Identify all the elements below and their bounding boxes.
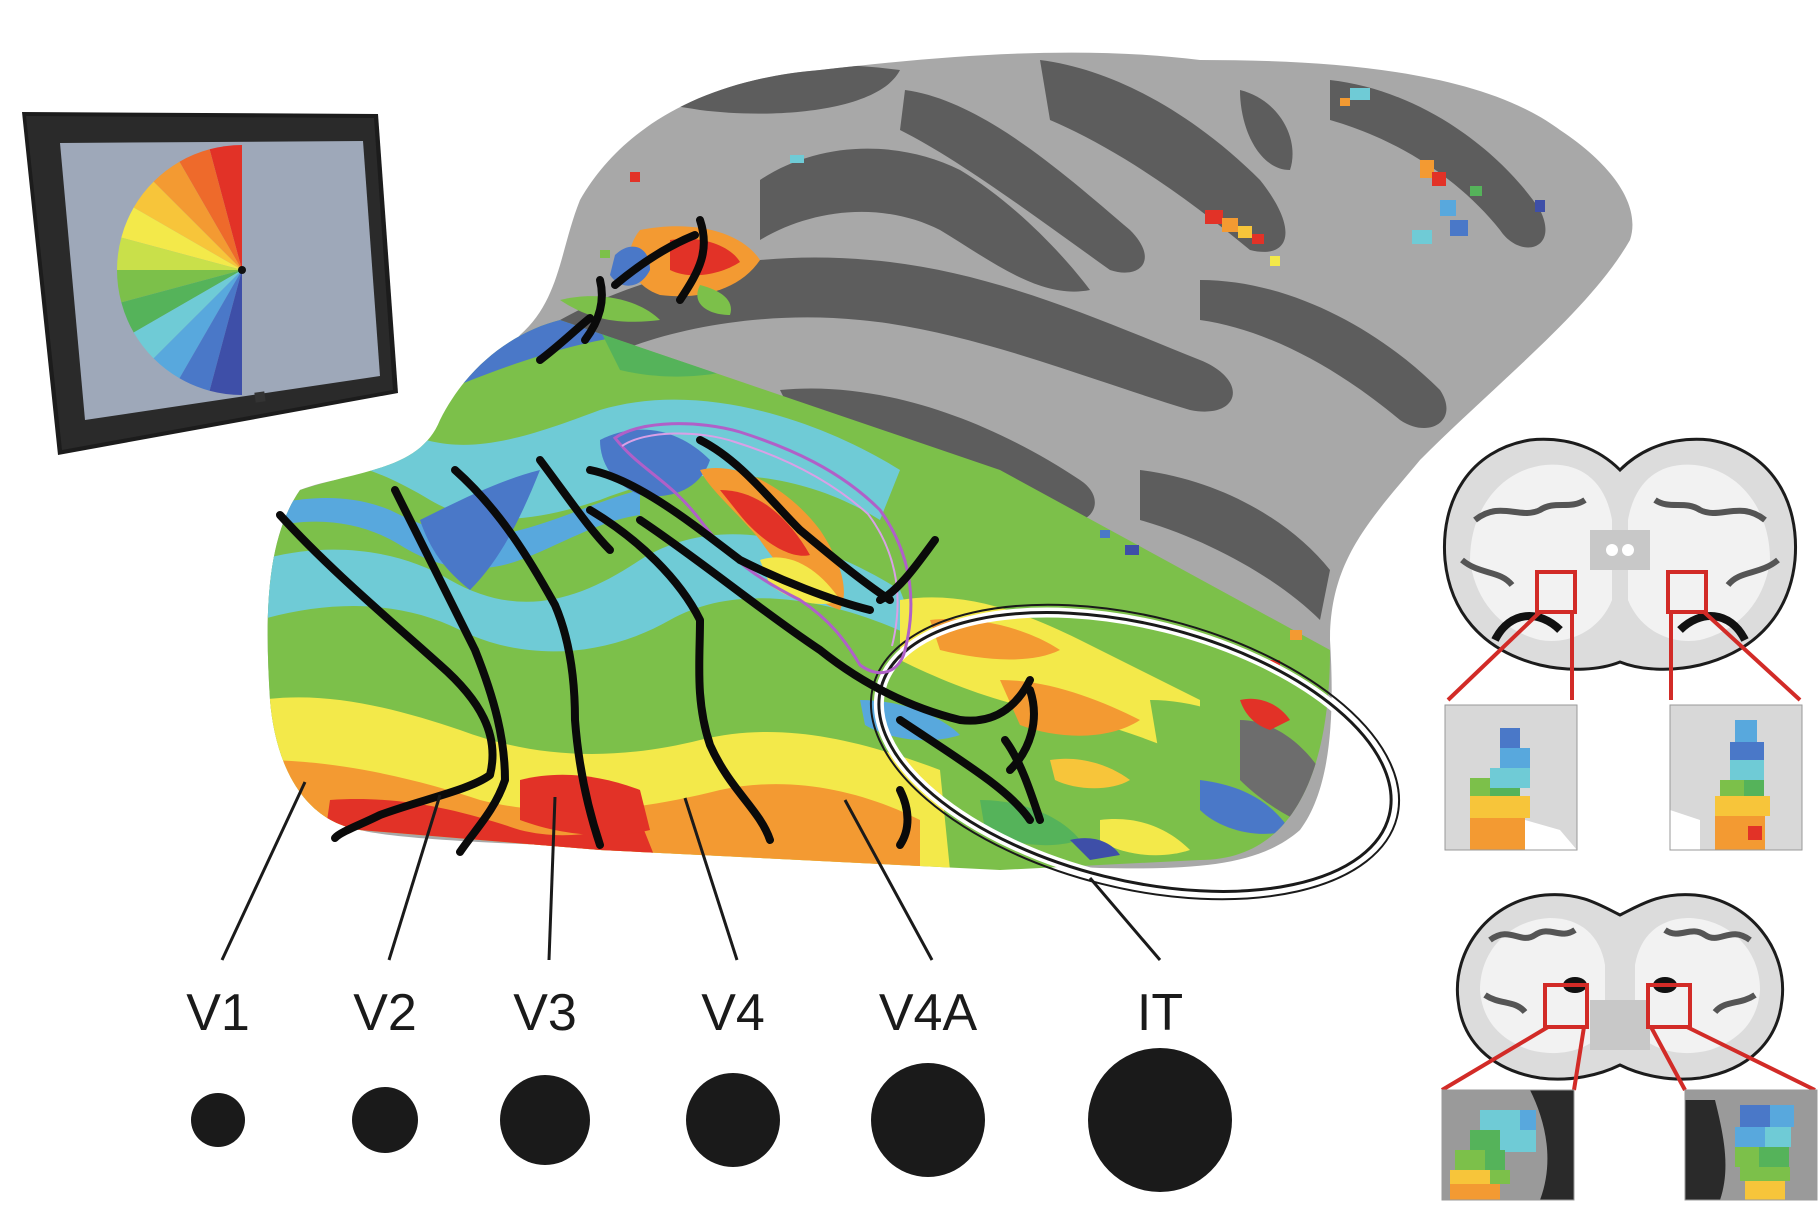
polar-angle-wedge-icon bbox=[117, 145, 242, 395]
wedge-segment bbox=[133, 270, 242, 359]
map-band bbox=[1100, 819, 1190, 856]
rf-size-dot-v3 bbox=[500, 1075, 590, 1165]
callout-line-v4a bbox=[843, 799, 934, 961]
rf-size-dot-v2 bbox=[352, 1087, 418, 1153]
rf-size-dot-v4 bbox=[686, 1073, 780, 1167]
area-label-v1: V1 bbox=[186, 984, 250, 1042]
wedge-segment bbox=[133, 181, 242, 270]
callout-line-v3 bbox=[547, 796, 557, 961]
callout-line-v1 bbox=[220, 781, 307, 961]
callout-line-it bbox=[1088, 877, 1162, 961]
wedge-segment bbox=[117, 237, 242, 270]
map-band bbox=[267, 399, 900, 520]
monitor-stimulus bbox=[22, 112, 398, 455]
inset-top-right bbox=[1670, 705, 1802, 850]
area-callouts bbox=[220, 781, 1162, 961]
map-band bbox=[720, 490, 810, 556]
area-labels: V1 V2 V3 V4 V4A IT bbox=[186, 984, 1183, 1042]
wedge-segment bbox=[153, 270, 242, 379]
wedge-segment bbox=[209, 145, 242, 270]
area-label-it: IT bbox=[1137, 984, 1183, 1042]
wedge-segment bbox=[179, 270, 242, 391]
map-band bbox=[420, 470, 540, 590]
map-band bbox=[930, 619, 1060, 660]
inflated-cortex bbox=[267, 52, 1633, 901]
area-label-v4: V4 bbox=[701, 984, 765, 1042]
wedge-segment bbox=[121, 207, 242, 270]
roi-outline bbox=[612, 422, 913, 675]
callout-line-v4 bbox=[683, 797, 739, 961]
inset-top-left bbox=[1445, 705, 1577, 850]
wedge-segment bbox=[179, 149, 242, 270]
inset-bottom-right bbox=[1685, 1090, 1817, 1200]
rf-size-dot-v4a bbox=[871, 1063, 985, 1177]
receptive-field-size-dots bbox=[191, 1048, 1232, 1192]
area-label-v4a: V4A bbox=[879, 984, 978, 1042]
callout-line-v2 bbox=[387, 794, 442, 961]
rf-size-dot-it bbox=[1088, 1048, 1232, 1192]
rf-size-dot-v1 bbox=[191, 1093, 245, 1147]
wedge-segment bbox=[117, 270, 242, 303]
coronal-section-top bbox=[1442, 437, 1803, 851]
map-band bbox=[1070, 838, 1120, 860]
wedge-segment bbox=[121, 270, 242, 333]
area-label-v2: V2 bbox=[353, 984, 417, 1042]
monitor-power-button-icon bbox=[254, 391, 266, 403]
coronal-section-bottom bbox=[1440, 893, 1818, 1201]
map-band bbox=[1200, 780, 1290, 834]
wedge-segment bbox=[209, 270, 242, 395]
inset-bottom-left bbox=[1442, 1090, 1574, 1200]
map-band bbox=[1050, 758, 1130, 789]
map-band bbox=[1240, 698, 1290, 730]
map-band bbox=[267, 490, 640, 569]
area-label-v3: V3 bbox=[513, 984, 577, 1042]
area-boundaries bbox=[276, 216, 1044, 856]
wedge-segment bbox=[153, 161, 242, 270]
fixation-dot-icon bbox=[238, 266, 246, 274]
